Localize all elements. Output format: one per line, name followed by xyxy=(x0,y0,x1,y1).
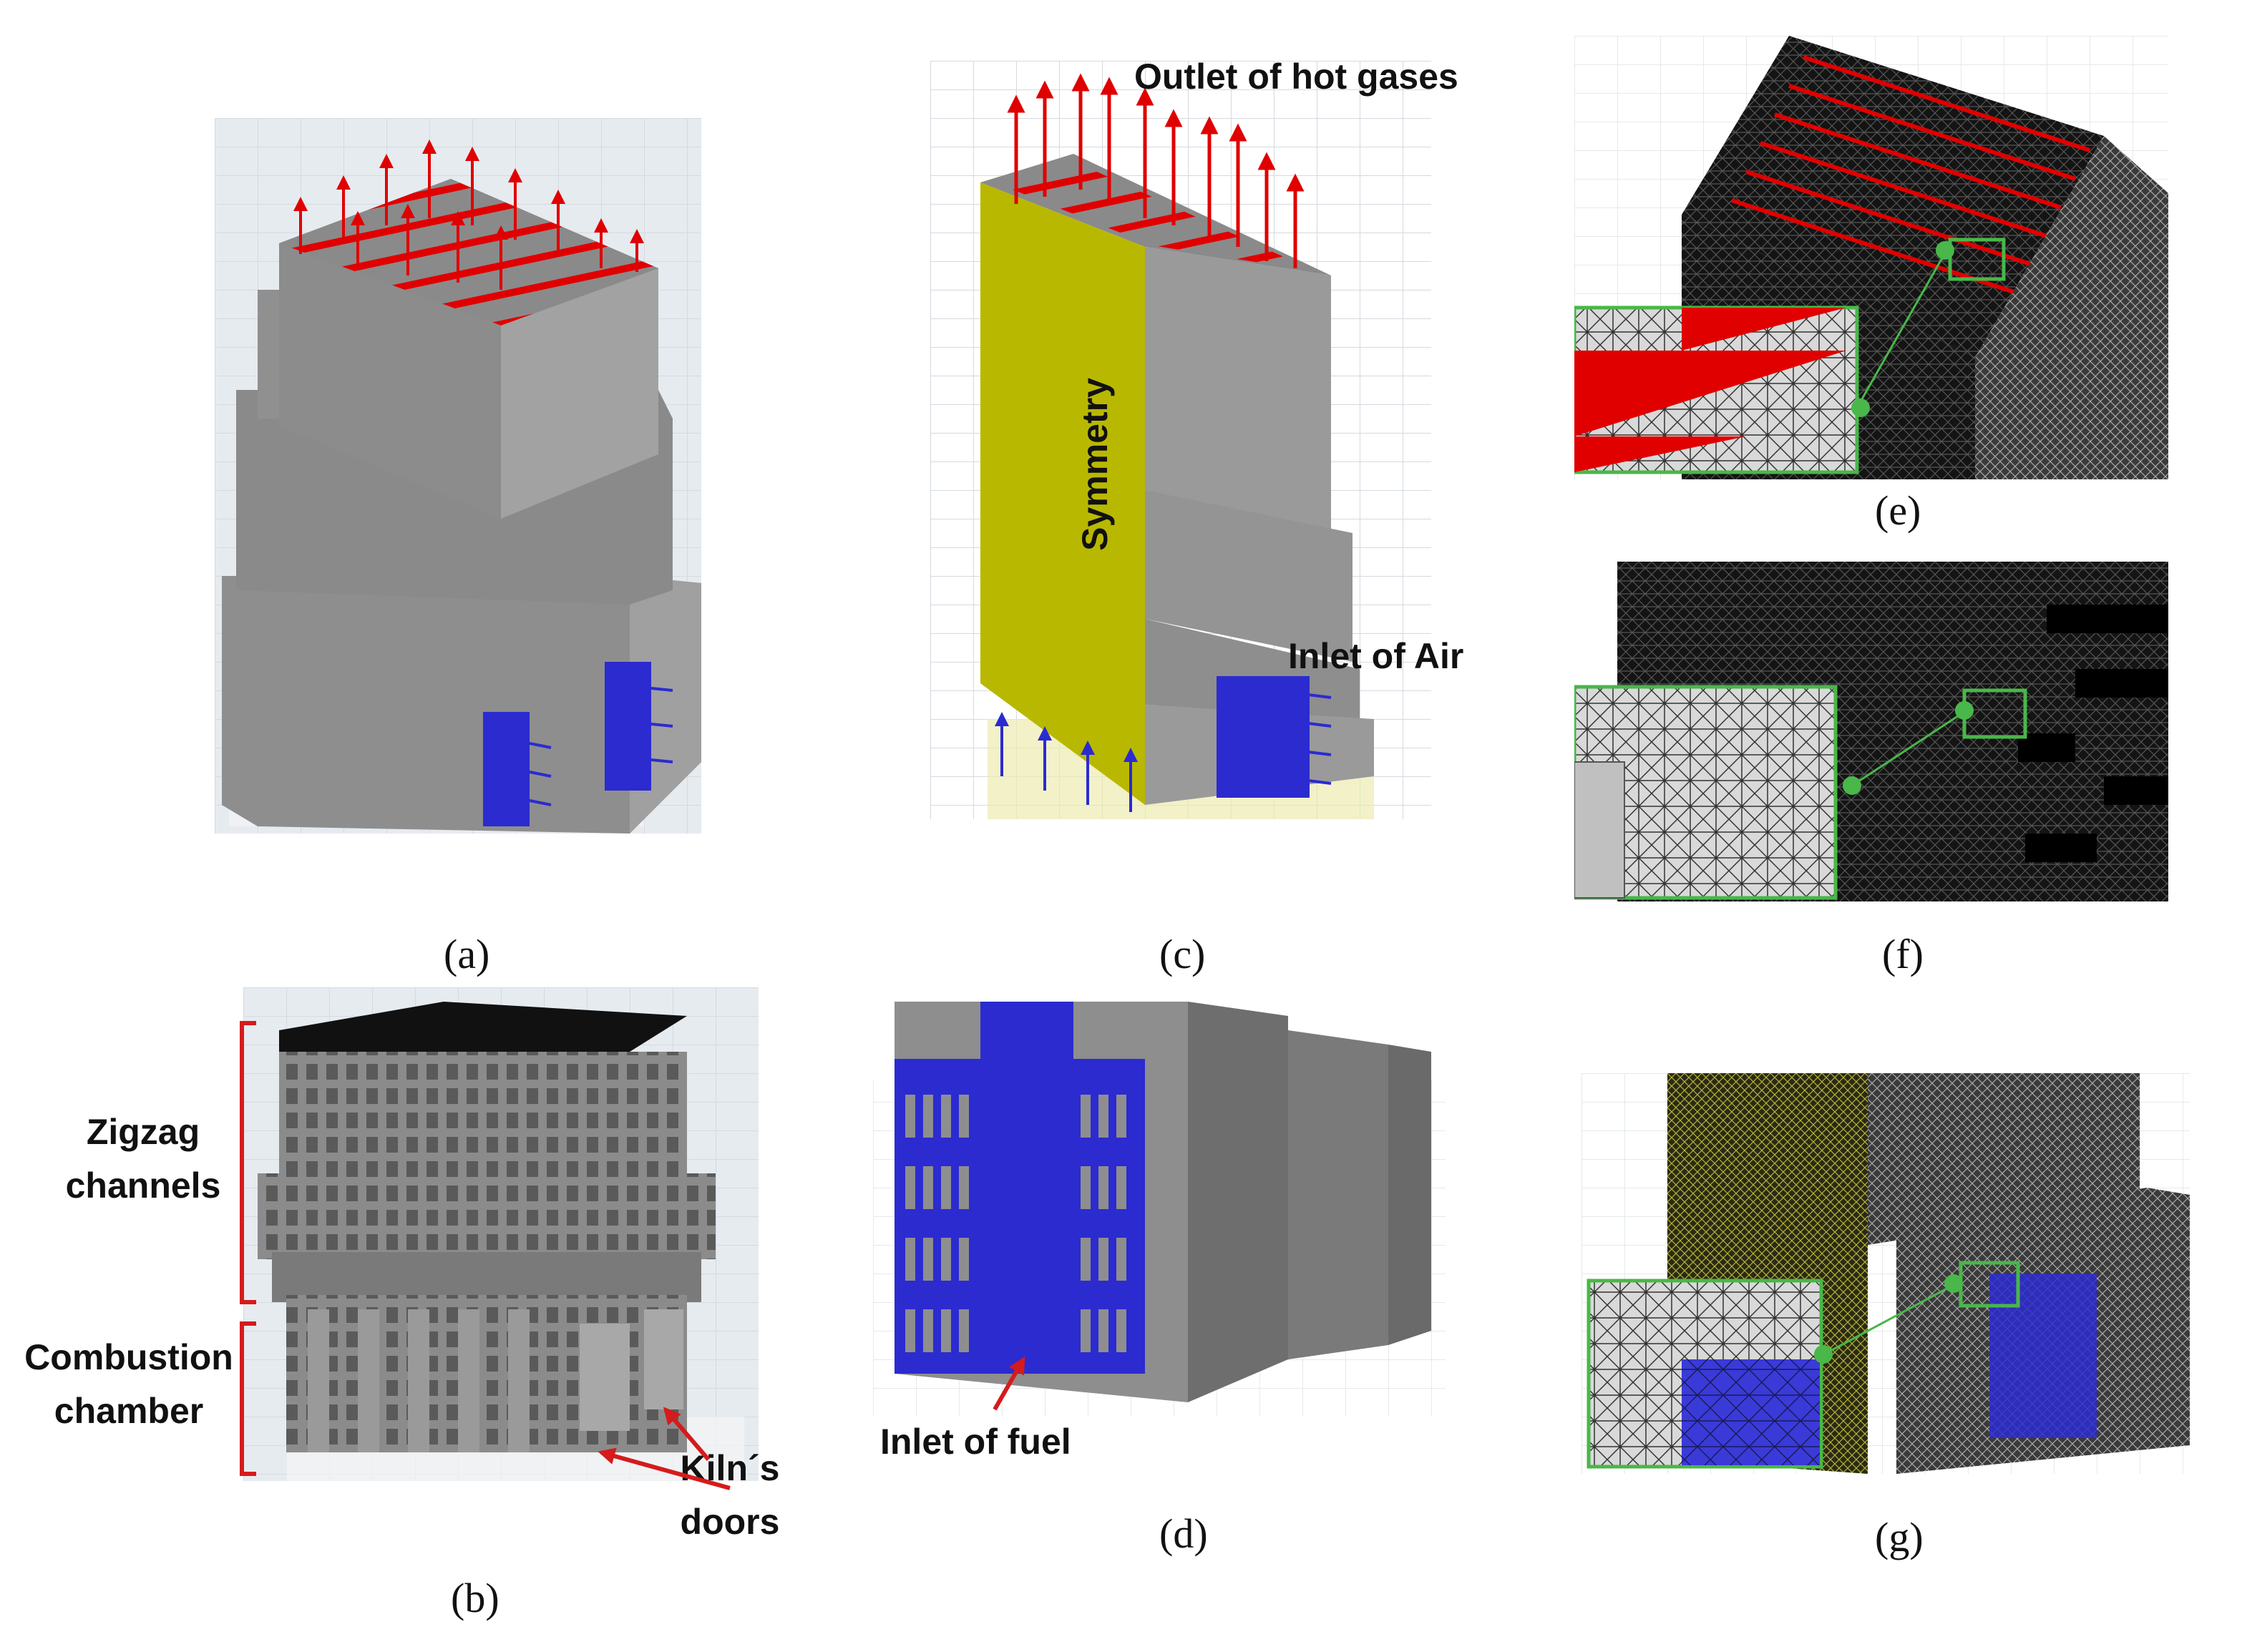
zoom-dot-region-g xyxy=(1944,1274,1963,1293)
panel-e-top-mesh xyxy=(1574,36,2168,479)
caption-f: (f) xyxy=(1882,931,1924,977)
outlet-surface xyxy=(279,179,658,326)
door-inlet-right xyxy=(605,662,651,791)
zoom-inset-f-edge xyxy=(1574,761,1625,899)
panel-b-internal-structure xyxy=(243,987,759,1481)
panel-f-svg xyxy=(1574,562,2168,901)
outlet-mesh-stripes xyxy=(1731,55,2090,295)
door-inlet-left xyxy=(483,712,530,826)
inlet-air-label: Inlet of Air xyxy=(1288,636,1464,676)
zigzag-channels-label: Zigzag channels xyxy=(65,1112,221,1206)
middle-step xyxy=(1145,490,1352,662)
panel-e-svg xyxy=(1574,36,2168,479)
side-mesh-face xyxy=(1975,136,2168,479)
symmetry-label: Symmetry xyxy=(1075,378,1115,551)
outlet-arrows xyxy=(293,140,644,290)
zoom-dot-inset-f xyxy=(1843,776,1861,795)
zoom-inset-e-stripes xyxy=(1574,308,1846,472)
zoom-dot-inset-e xyxy=(1851,399,1870,417)
zoom-dot-inset-g xyxy=(1814,1345,1833,1364)
caption-b: (b) xyxy=(451,1575,499,1621)
symmetry-plane xyxy=(980,182,1145,805)
zoom-connector-g xyxy=(1821,1284,1954,1357)
panel-c-svg xyxy=(930,61,1431,819)
zoom-region-e xyxy=(1948,238,2006,281)
zoom-inset-g-inlet xyxy=(1682,1359,1820,1465)
panel-c-half-geometry xyxy=(930,61,1496,819)
zoom-dot-region-f xyxy=(1955,701,1974,720)
upper-step xyxy=(1145,247,1331,533)
panel-b-svg xyxy=(243,987,759,1481)
channel-base-ledge xyxy=(272,1252,701,1302)
zoom-connector-e xyxy=(1856,250,1948,409)
kiln-door-left xyxy=(580,1324,630,1431)
kiln-doors-label: Kiln´s doors xyxy=(680,1448,780,1542)
kiln-door-right xyxy=(644,1309,683,1409)
side-face-d xyxy=(1188,1002,1288,1402)
combustion-chamber-label: Combustion chamber xyxy=(24,1337,233,1431)
chamber-pillars xyxy=(308,1309,530,1452)
fuel-inlet-openings xyxy=(905,1095,1126,1352)
panel-d-fuel-inlet xyxy=(873,987,1446,1417)
fuel-inlet-arrow xyxy=(993,1356,1025,1411)
caption-g: (g) xyxy=(1875,1514,1924,1560)
caption-d: (d) xyxy=(1159,1510,1208,1557)
top-block-side xyxy=(501,268,658,519)
side-mesh-openings xyxy=(2018,605,2168,862)
outlet-label: Outlet of hot gases xyxy=(1134,57,1458,97)
inlet-arrows-c xyxy=(995,684,1332,812)
panel-g-svg xyxy=(1581,1073,2190,1474)
panel-f-side-mesh xyxy=(1574,562,2168,901)
back-block-2 xyxy=(1388,1045,1431,1345)
back-block-1 xyxy=(1288,1030,1388,1359)
outlet-arrows-c xyxy=(1007,73,1305,268)
zigzag-channels-lower xyxy=(258,1173,716,1259)
panel-a-kiln-geometry xyxy=(215,118,701,834)
top-block-front xyxy=(279,243,501,519)
door-inlet-mesh xyxy=(1989,1274,2097,1438)
panel-d-svg xyxy=(873,1002,1446,1417)
caption-a: (a) xyxy=(444,931,490,977)
caption-e: (e) xyxy=(1875,487,1921,534)
kiln-doors-arrows xyxy=(598,1407,731,1490)
panel-a-svg xyxy=(215,118,701,834)
inlet-fuel-label: Inlet of fuel xyxy=(880,1422,1071,1462)
top-channels-surface xyxy=(279,1002,687,1059)
zigzag-bracket xyxy=(240,1021,256,1476)
panel-g-door-mesh xyxy=(1581,1073,2190,1474)
inlet-arrows xyxy=(508,680,673,806)
zoom-dot-region-e xyxy=(1936,241,1954,260)
zoom-connector-f xyxy=(1849,710,1965,788)
caption-c: (c) xyxy=(1159,931,1206,977)
base-block xyxy=(222,576,701,834)
